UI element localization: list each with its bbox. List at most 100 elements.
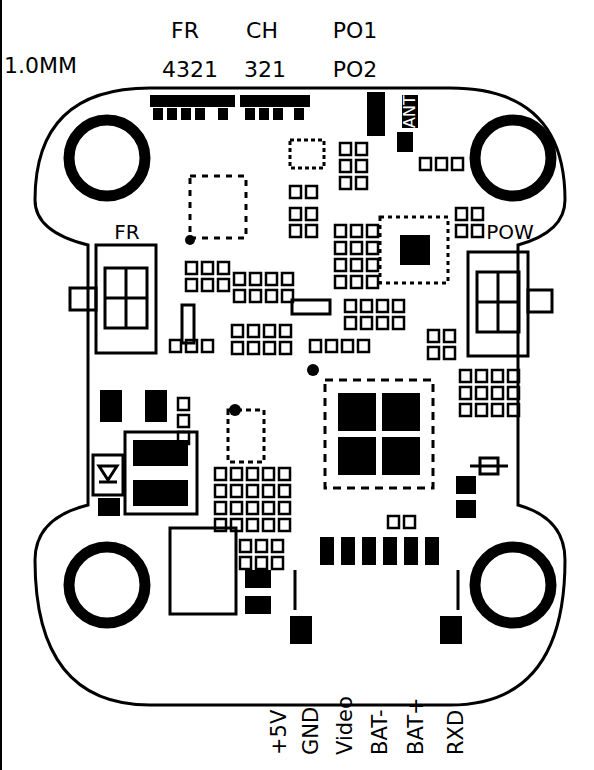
- silkscreen-label: FR: [114, 222, 139, 242]
- pad: [356, 160, 367, 172]
- pad: [404, 516, 415, 528]
- pad: [341, 537, 355, 565]
- pad: [361, 300, 372, 312]
- silkscreen-label: 321: [244, 59, 286, 81]
- silkscreen-label: BAT+: [406, 697, 427, 755]
- pad: [460, 387, 471, 399]
- silkscreen-label: PO1: [333, 20, 378, 42]
- pad: [263, 485, 274, 497]
- pad: [186, 262, 197, 274]
- pad: [279, 519, 290, 531]
- pad: [351, 242, 362, 254]
- pad: [306, 186, 317, 198]
- pad: [377, 300, 388, 312]
- pad: [393, 300, 404, 312]
- pad: [231, 485, 242, 497]
- pad: [306, 208, 317, 220]
- pad: [460, 404, 471, 416]
- pad: [310, 340, 321, 352]
- pad: [476, 387, 487, 399]
- pad: [452, 158, 463, 170]
- silkscreen-label: CH: [246, 20, 278, 42]
- pad: [508, 370, 519, 382]
- pad: [264, 325, 275, 337]
- pad: [428, 330, 439, 342]
- silkscreen-label: Video: [335, 696, 356, 755]
- pad: [215, 485, 226, 497]
- pad: [215, 468, 226, 480]
- silkscreen-label: 4321: [162, 59, 218, 81]
- pad: [282, 290, 293, 302]
- pad: [367, 225, 378, 237]
- pad: [356, 143, 367, 155]
- pad: [266, 273, 277, 285]
- pad: [351, 259, 362, 271]
- pad: [436, 158, 447, 170]
- pad: [250, 273, 261, 285]
- pad: [231, 468, 242, 480]
- pad: [393, 317, 404, 329]
- pad: [358, 340, 369, 352]
- pad: [232, 342, 243, 354]
- pad: [476, 404, 487, 416]
- pad: [248, 342, 259, 354]
- pad: [266, 290, 277, 302]
- pad: [425, 537, 439, 565]
- pad: [178, 415, 189, 427]
- pad: [383, 537, 397, 565]
- pad: [231, 502, 242, 514]
- pad: [492, 404, 503, 416]
- pad: [263, 519, 274, 531]
- pad: [362, 537, 376, 565]
- pad: [367, 276, 378, 288]
- silkscreen-label: PO2: [333, 59, 378, 81]
- pad: [279, 468, 290, 480]
- pad: [218, 262, 229, 274]
- pad: [186, 279, 197, 291]
- pad: [404, 537, 418, 565]
- pad: [178, 432, 189, 444]
- pad: [361, 317, 372, 329]
- pad: [388, 516, 399, 528]
- pad: [272, 557, 283, 569]
- silkscreen-label: RXD: [446, 710, 467, 755]
- pad: [326, 340, 337, 352]
- pad: [218, 279, 229, 291]
- pad: [290, 208, 301, 220]
- pad: [248, 325, 259, 337]
- pad: [492, 370, 503, 382]
- pad: [178, 398, 189, 410]
- pad: [202, 279, 213, 291]
- pad: [508, 387, 519, 399]
- pad: [247, 502, 258, 514]
- pad: [234, 290, 245, 302]
- pad: [340, 177, 351, 189]
- pad: [377, 317, 388, 329]
- pad: [335, 225, 346, 237]
- pad: [456, 208, 467, 220]
- pad: [351, 225, 362, 237]
- pad: [279, 502, 290, 514]
- pad: [290, 225, 301, 237]
- pad: [202, 262, 213, 274]
- silkscreen-label: 1.0MM: [4, 55, 77, 77]
- pad: [263, 502, 274, 514]
- pad: [247, 468, 258, 480]
- pad: [282, 273, 293, 285]
- pad: [280, 342, 291, 354]
- pad: [420, 158, 431, 170]
- silkscreen-label: ANT: [402, 96, 418, 129]
- pad: [247, 485, 258, 497]
- pad: [508, 404, 519, 416]
- pad: [460, 370, 471, 382]
- pad: [240, 540, 251, 552]
- pad: [215, 519, 226, 531]
- pad: [345, 300, 356, 312]
- pad: [290, 186, 301, 198]
- pad: [279, 485, 290, 497]
- pad: [367, 242, 378, 254]
- pad: [335, 242, 346, 254]
- pad: [340, 143, 351, 155]
